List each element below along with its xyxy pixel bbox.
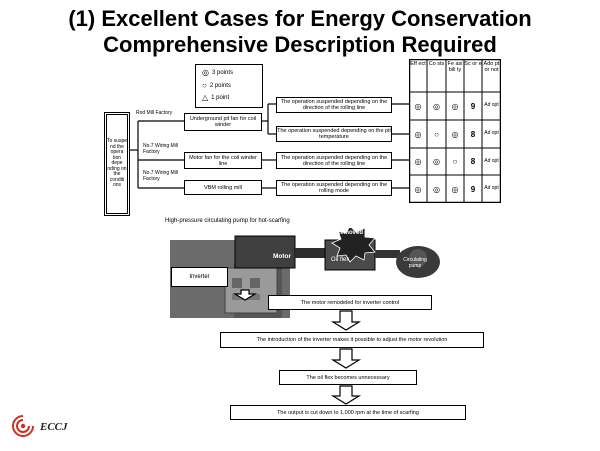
page-title-line1: (1) Excellent Cases for Energy Conservat… — [68, 6, 532, 31]
grid-header-effect: Eff ect — [410, 61, 426, 67]
page-title-line2: Comprehensive Description Required — [103, 32, 497, 57]
removed-label: Removed — [336, 230, 364, 236]
legend: ◎ 3 points ○ 2 points △ 1 point — [195, 64, 263, 108]
eccj-logo-text: ECCJ — [40, 421, 68, 433]
grid-cell-adopt: Ad opt — [484, 185, 499, 192]
operation-box-1: The operation suspended depending on the… — [276, 97, 392, 113]
operation-box-4: The operation suspended depending on the… — [276, 180, 392, 196]
grid-header-score: Sc or e — [464, 61, 482, 67]
grid-cell-feasibility: ○ — [452, 157, 458, 166]
grid-header-adopt: Ado pt or not — [483, 61, 500, 73]
legend-item-3pts: ◎ 3 points — [202, 68, 233, 77]
grid-cell-score: 9 — [470, 184, 476, 194]
grid-cell-costs: ◎ — [433, 101, 440, 111]
evaluation-grid: Eff ect Co sts Fe asi bili ty Sc or e Ad… — [409, 59, 501, 203]
factory-label-wiring-mill-2: No.7 Wiring Mill Factory — [143, 170, 179, 182]
eccj-logo-icon — [12, 415, 34, 437]
circle-icon: ○ — [202, 81, 207, 90]
flow-step-3: The oil flex becomes unnecessary — [279, 370, 417, 385]
grid-cell-effect: ◎ — [414, 129, 422, 139]
grid-cell-adopt: Ad opt — [484, 157, 499, 164]
grid-header-feasibility: Fe asi bili ty — [447, 61, 463, 73]
motor-label: Motor — [273, 253, 292, 260]
diagram-caption: High-pressure circulating pump for hot-s… — [165, 218, 290, 224]
grid-cell-score: 8 — [470, 157, 476, 166]
factory-label-wiring-mill-1: No.7 Wiring Mill Factory — [143, 143, 179, 155]
grid-cell-feasibility: ◎ — [451, 101, 459, 111]
flow-step-2: The introduction of the inverter makes i… — [220, 332, 484, 348]
flow-step-1: The motor remodeled for inverter control — [268, 295, 432, 310]
grid-cell-effect: ◎ — [414, 101, 422, 111]
operation-box-2: The operation suspended depending on the… — [276, 126, 392, 142]
double-circle-icon: ◎ — [202, 68, 209, 77]
grid-cell-score: 9 — [470, 101, 476, 111]
flow-step-4: The output is cut down to 1,000 rpm at t… — [230, 405, 466, 420]
legend-item-2pts: ○ 2 points — [202, 81, 231, 90]
oil-flex-label: Oil flex — [331, 257, 350, 263]
grid-cell-score: 8 — [470, 129, 476, 139]
root-condition-box: To suspe nd the opera tion depe nding on… — [104, 112, 130, 216]
inverter-label: Inverter — [171, 267, 228, 287]
grid-cell-adopt: Ad opt — [484, 130, 499, 137]
grid-cell-feasibility: ◎ — [451, 129, 459, 139]
grid-cell-feasibility: ◎ — [451, 184, 459, 194]
pump-label: Circulating pump — [403, 257, 427, 269]
grid-header-costs: Co sts — [428, 61, 445, 67]
grid-cell-costs: ○ — [434, 129, 439, 139]
equipment-box-vbm-mill: VBM rolling mill — [184, 180, 262, 195]
grid-cell-costs: ◎ — [433, 157, 440, 166]
grid-cell-effect: ◎ — [414, 184, 422, 194]
evaluation-grid-lines — [409, 59, 501, 203]
equipment-box-pit-fan: Underground pit fan for coil winder — [184, 113, 262, 131]
triangle-icon: △ — [202, 93, 209, 102]
root-condition-text: To suspe nd the opera tion depe nding on… — [106, 114, 128, 214]
operation-box-3: The operation suspended depending on the… — [276, 152, 392, 169]
grid-cell-costs: ◎ — [433, 184, 440, 194]
equipment-box-motor-fan: Motor fan for the coil winder line — [184, 152, 262, 169]
legend-item-1pt: △ 1 point — [202, 93, 230, 102]
grid-cell-effect: ◎ — [414, 157, 422, 166]
grid-cell-adopt: Ad opt — [484, 102, 499, 109]
factory-label-rod-mill: Rod Mill Factory — [136, 110, 173, 116]
